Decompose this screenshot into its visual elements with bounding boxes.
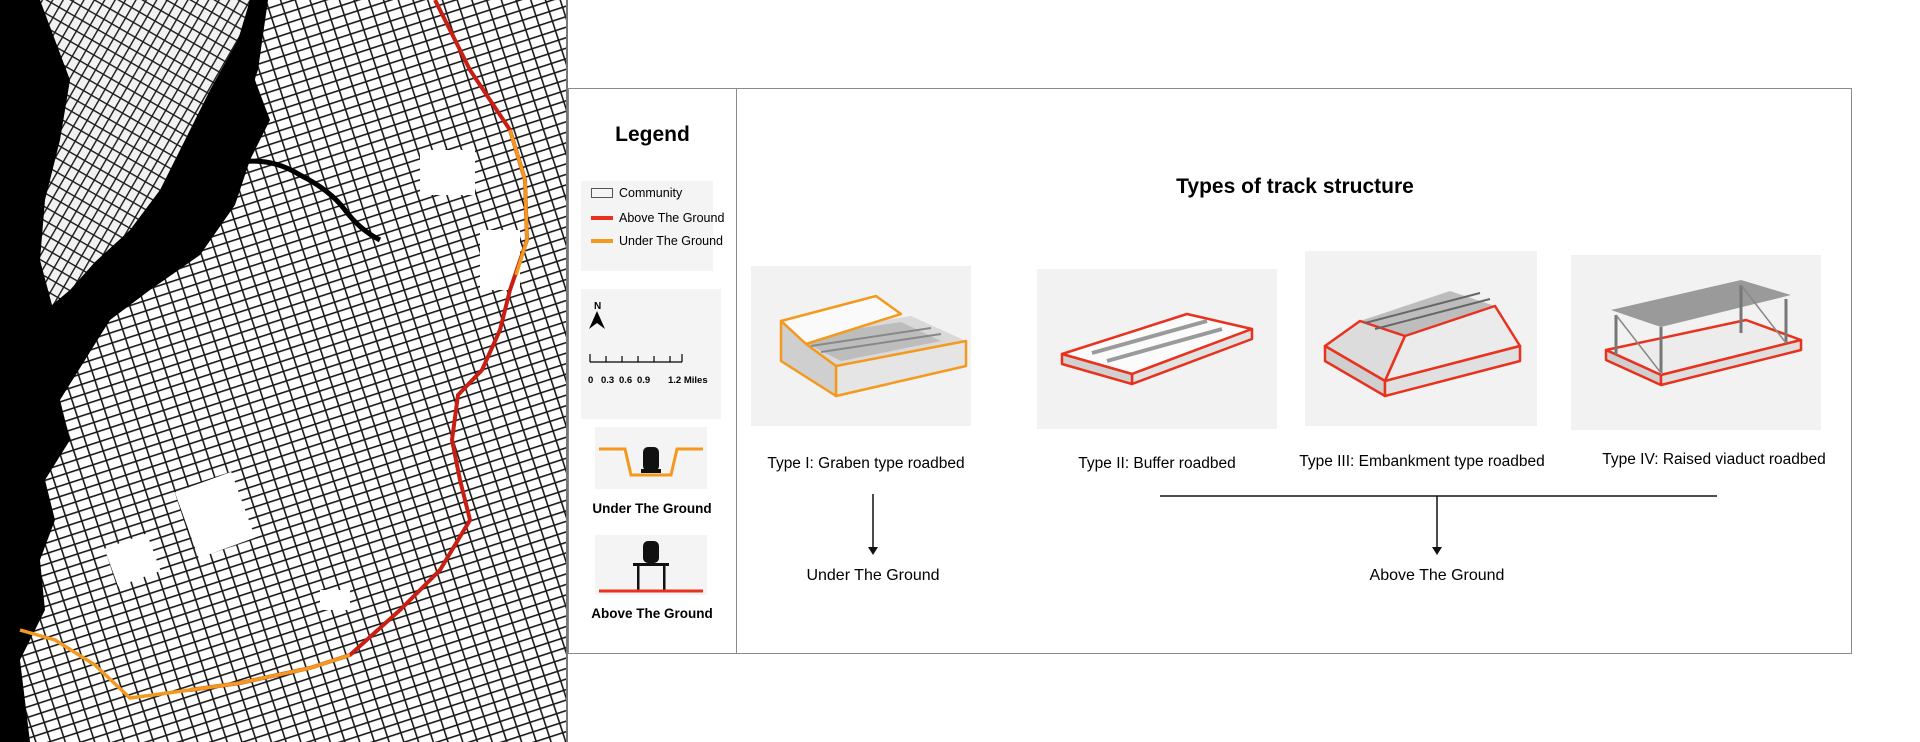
under-ground-icon <box>595 427 707 489</box>
park-5 <box>320 590 350 610</box>
above-ground-icon-caption: Above The Ground <box>591 606 713 621</box>
legend-key: Community Above The Ground Under The Gro… <box>581 181 724 271</box>
above-ground-icon <box>595 535 707 595</box>
buffer-roadbed-icon <box>1060 312 1254 386</box>
park-3 <box>420 150 475 195</box>
type-2-label: Type II: Buffer roadbed <box>1078 455 1236 472</box>
park-2 <box>104 533 161 587</box>
scale-label-1: 0.3 <box>601 375 615 386</box>
under-ground-swatch <box>591 239 613 243</box>
type-1-illustration <box>751 266 971 426</box>
embankment-roadbed-icon <box>1323 291 1522 398</box>
type-3-illustration <box>1305 251 1537 426</box>
under-ground-icon-caption: Under The Ground <box>592 501 712 516</box>
above-ground-group-label: Above The Ground <box>1369 567 1505 584</box>
track-structure-figure: Legend Community Above The Ground Under … <box>568 88 1852 654</box>
map-canvas <box>19 0 567 742</box>
under-ground-group-label: Under The Ground <box>806 567 940 584</box>
legend-label-under-ground: Under The Ground <box>619 234 723 248</box>
route-under-ground-north <box>508 129 529 276</box>
legend-item-above-ground: Above The Ground <box>591 210 724 226</box>
scale-label-2: 0.6 <box>619 375 633 386</box>
map-divider <box>566 0 568 742</box>
trench-train-icon <box>599 447 703 477</box>
east-river <box>60 0 268 335</box>
legend-label-community: Community <box>619 186 683 200</box>
legend-item-community: Community <box>591 185 682 201</box>
north-arrow-and-scale: N 0 0.3 0.6 0.9 1.2 Miles <box>581 289 721 419</box>
viaduct-train-icon <box>599 541 703 593</box>
diagram-title: Types of track structure <box>1176 175 1414 198</box>
legend-item-under-ground: Under The Ground <box>591 233 723 249</box>
city-map <box>0 0 567 742</box>
grouping-connectors <box>868 494 1717 555</box>
scale-label-0: 0 <box>588 375 594 386</box>
legend-title: Legend <box>615 123 690 146</box>
scale-label-4: 1.2 Miles <box>668 375 708 386</box>
type-2-illustration <box>1037 269 1277 429</box>
north-label: N <box>594 301 601 312</box>
raised-viaduct-roadbed-icon <box>1604 280 1803 387</box>
north-arrow-icon: N <box>589 301 683 363</box>
newtown-creek <box>213 158 382 243</box>
route-under-ground-south <box>19 628 351 700</box>
above-ground-swatch <box>591 216 613 220</box>
graben-roadbed-icon <box>779 294 968 398</box>
scale-label-3: 0.9 <box>637 375 651 386</box>
park-1 <box>174 471 256 559</box>
type-3-label: Type III: Embankment type roadbed <box>1299 453 1545 470</box>
legend-label-above-ground: Above The Ground <box>619 211 725 225</box>
type-4-label: Type IV: Raised viaduct roadbed <box>1602 451 1826 468</box>
type-1-label: Type I: Graben type roadbed <box>767 455 965 472</box>
legend-panel: Legend Community Above The Ground Under … <box>569 89 737 653</box>
land-manhattan <box>40 0 250 305</box>
type-4-illustration <box>1571 255 1821 430</box>
community-swatch <box>591 188 613 198</box>
